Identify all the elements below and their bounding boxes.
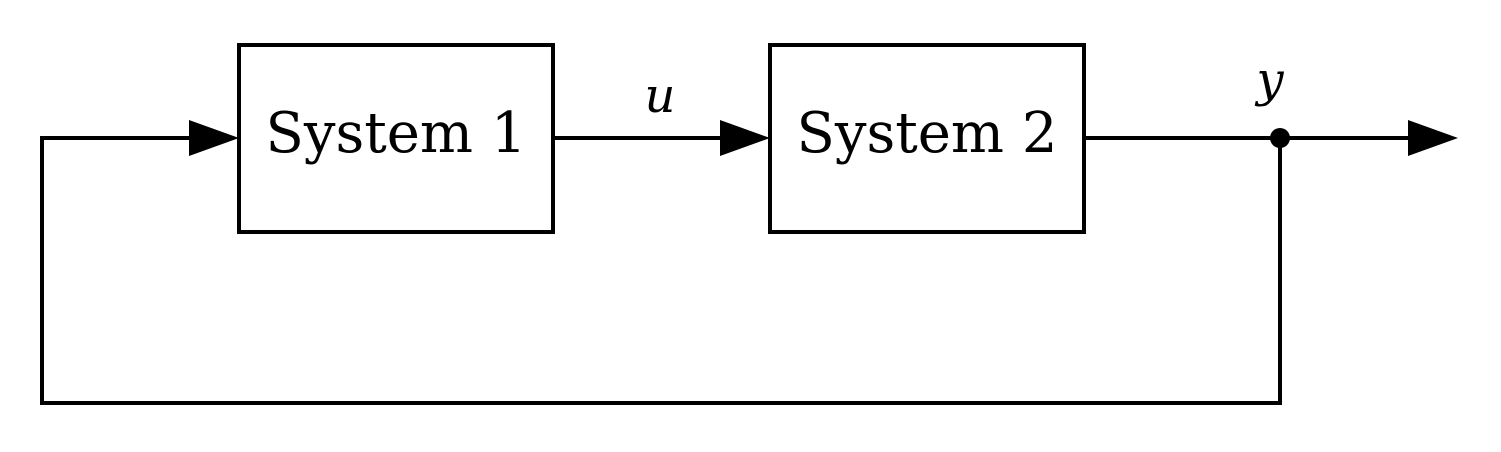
input-arrowhead (189, 120, 239, 156)
u-signal-label: u (645, 68, 676, 124)
system-2-block: System 2 (768, 43, 1086, 234)
system-1-box (237, 43, 555, 234)
output-arrowhead (1408, 120, 1458, 156)
system-2-label: System 2 (797, 101, 1058, 166)
y-signal-label: y (1254, 52, 1284, 108)
system-2-box (768, 43, 1086, 234)
feedback-wire (40, 136, 1282, 405)
u-arrowhead (720, 120, 770, 156)
system-1-label: System 1 (266, 101, 527, 166)
system-1-block: System 1 (237, 43, 555, 234)
